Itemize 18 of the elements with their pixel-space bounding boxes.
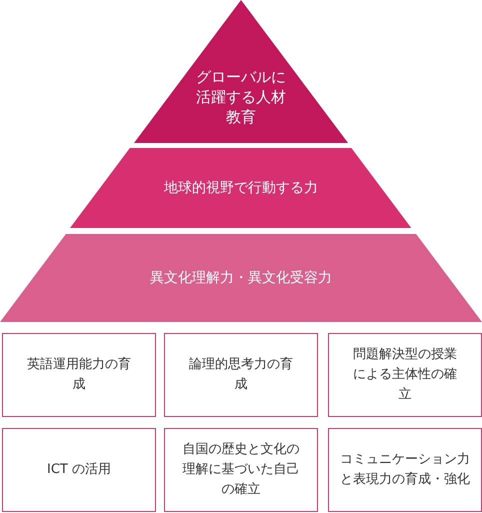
goal-box	[2, 333, 156, 417]
tier-label: 異文化理解力・異文化受容力	[150, 269, 332, 288]
box-label: 英語運用能力の育成	[26, 356, 132, 394]
pyramid-top-triangle	[134, 0, 348, 143]
tier-label: グローバルに活躍する人材教育	[194, 66, 287, 126]
box-label: 自国の歴史と文化の理解に基づいた自己の確立	[182, 441, 300, 499]
box-label: コミュニケーション力と表現力の育成・強化	[339, 451, 471, 489]
box-label: 問題解決型の授業による主体性の確立	[352, 346, 458, 404]
pyramid-tier	[0, 234, 482, 322]
goal-box	[328, 333, 482, 417]
pyramid-tier	[70, 148, 412, 228]
tier-label: 地球的視野で行動する力	[164, 179, 318, 198]
goal-box	[2, 428, 156, 512]
box-label: ICT の活用	[46, 461, 112, 479]
goal-box	[164, 333, 318, 417]
goal-box	[164, 428, 318, 512]
goal-box	[328, 428, 482, 512]
box-label: 論理的思考力の育成	[188, 356, 294, 394]
